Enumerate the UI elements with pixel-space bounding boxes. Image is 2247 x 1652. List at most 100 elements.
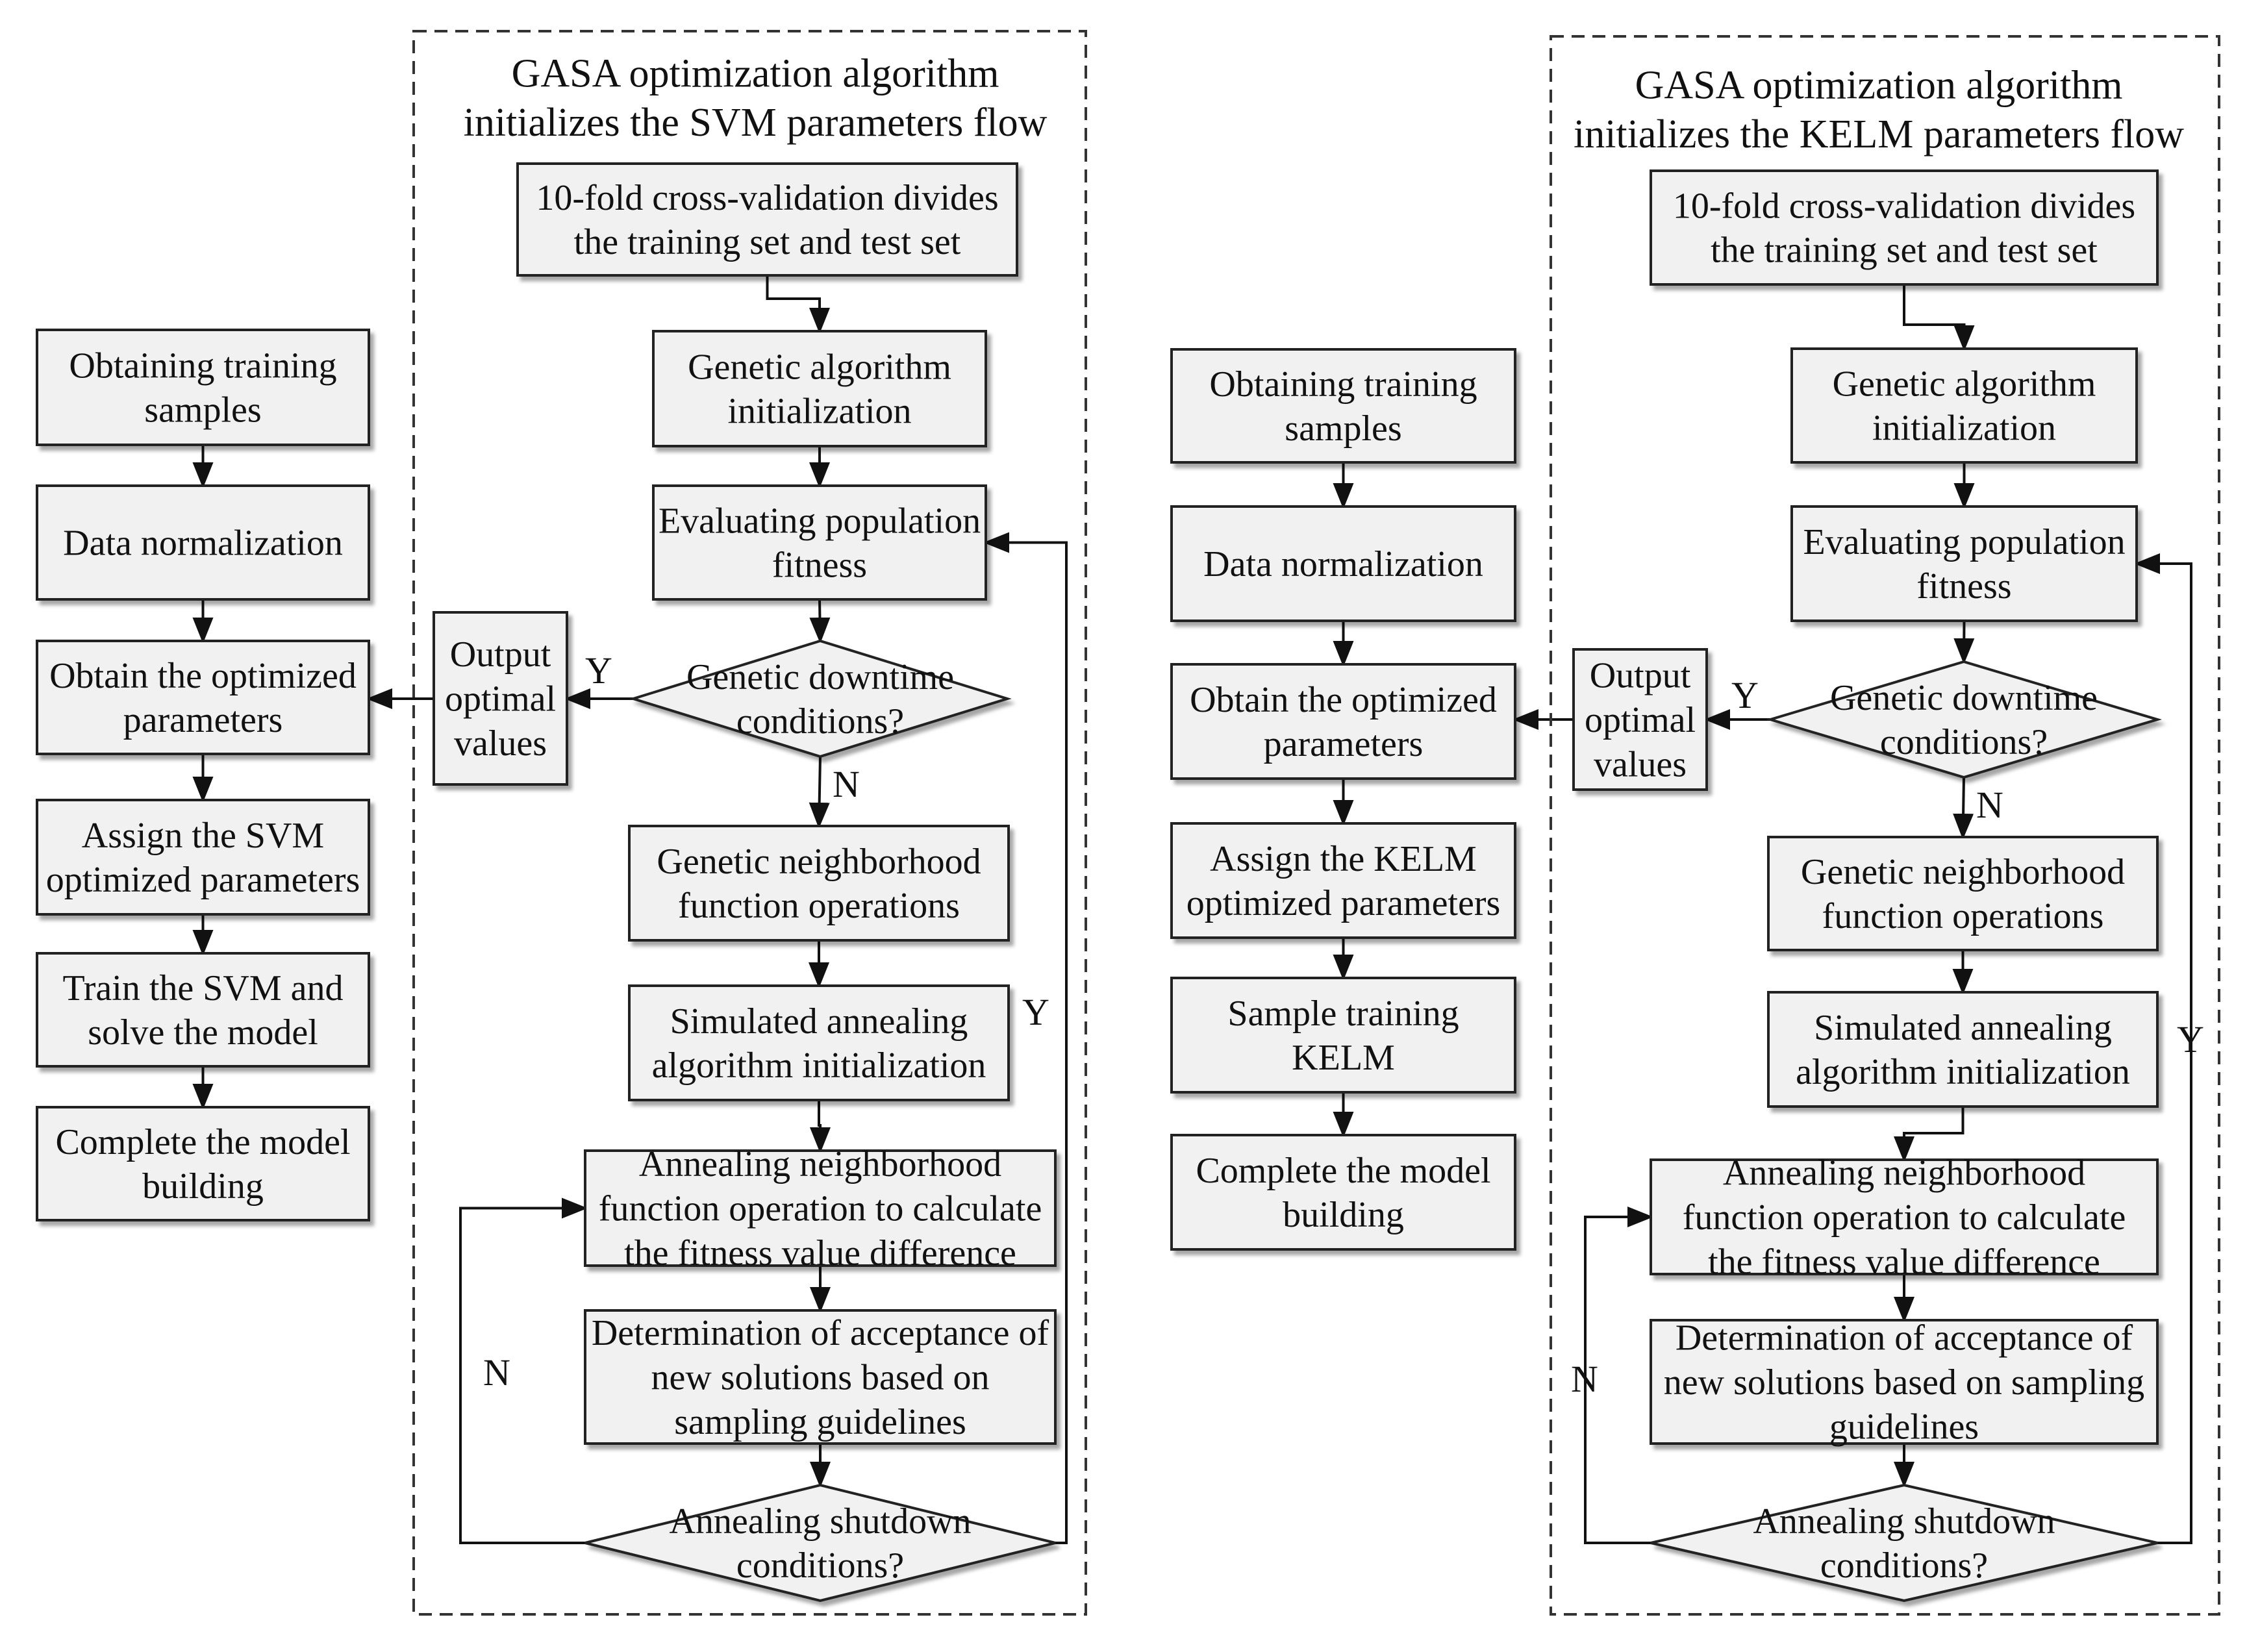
kelm-main-step-label-line: Sample training xyxy=(1227,994,1459,1034)
kelm-gasa-step-label-line: new solutions based on sampling xyxy=(1664,1362,2144,1403)
kelm-y-loop-arrow xyxy=(2134,553,2192,1544)
kelm-gasa-arrow xyxy=(1953,620,1975,664)
svm-gasa-step-label-line: Annealing neighborhood xyxy=(639,1144,1001,1184)
svm-gasa-step-label-line: Genetic algorithm xyxy=(688,347,951,387)
kelm-output-box-label-line: values xyxy=(1594,744,1687,784)
kelm-gasa-arrow xyxy=(1953,777,1974,840)
kelm-main-step-label: Data normalization xyxy=(1203,544,1483,584)
svm-title-line: initializes the SVM parameters flow xyxy=(464,101,1048,145)
kelm-gasa-step-label-line: function operation to calculate xyxy=(1683,1197,2126,1238)
svm-gasa-step-label-line: fitness xyxy=(772,545,867,586)
svm-main-step-label-line: Complete the model xyxy=(55,1122,350,1162)
svm-y-loop-arrow xyxy=(983,532,1068,1544)
kelm-gasa-step xyxy=(1650,1319,2159,1445)
kelm-main-step-label-line: optimized parameters xyxy=(1186,883,1501,923)
kelm-label-n-genetic: N xyxy=(1976,784,2003,826)
kelm-annealing-decision xyxy=(1650,1483,2158,1603)
svm-label-y-annealing: Y xyxy=(1022,991,1049,1033)
kelm-gasa-step-label-line: the fitness value difference xyxy=(1708,1242,2100,1282)
svm-main-step-label: Data normalization xyxy=(63,523,343,564)
kelm-main-step-label-line: building xyxy=(1283,1195,1404,1235)
kelm-gasa-step xyxy=(1790,505,2138,622)
kelm-gasa-step-label-line: fitness xyxy=(1916,566,2011,607)
kelm-main-step-label-line: Obtain the optimized xyxy=(1190,680,1497,720)
kelm-gasa-step xyxy=(1767,991,2159,1108)
kelm-main-step-label-line: Data normalization xyxy=(1203,544,1483,584)
kelm-main-step-label-line: Obtaining training xyxy=(1209,364,1477,405)
kelm-annealing-decision-label-line: conditions? xyxy=(1820,1546,1988,1586)
svm-main-step xyxy=(36,1106,370,1221)
svm-gasa-step-label-line: the training set and test set xyxy=(574,222,961,262)
kelm-main-step-label-line: Complete the model xyxy=(1196,1151,1490,1191)
svm-annealing-decision-label-line: conditions? xyxy=(736,1546,904,1586)
kelm-gasa-step xyxy=(1790,347,2138,464)
svm-label-y-genetic: Y xyxy=(585,649,612,692)
svm-annealing-decision xyxy=(584,1483,1056,1603)
svm-gasa-step-label-line: algorithm initialization xyxy=(652,1045,986,1086)
svm-label-n-annealing: N xyxy=(483,1351,510,1394)
svm-gasa-step-label: Determination of acceptance of new soluti… xyxy=(592,1313,1049,1442)
svm-gasa-arrow xyxy=(766,275,830,334)
kelm-main-step-label-line: samples xyxy=(1285,408,1401,449)
svm-gasa-step-label-line: Evaluating population xyxy=(659,501,981,541)
kelm-label-n-annealing: N xyxy=(1571,1358,1598,1400)
svm-gasa-step-label-line: the fitness value difference xyxy=(624,1233,1016,1273)
kelm-output-box-label-line: Output xyxy=(1590,656,1691,696)
kelm-gasa-container xyxy=(1550,35,2220,1616)
svm-main-step-label-line: Obtain the optimized xyxy=(49,656,357,696)
kelm-label-y-annealing: Y xyxy=(2177,1018,2204,1060)
svm-gasa-arrow xyxy=(809,756,830,829)
svm-main-step-label-line: Assign the SVM xyxy=(82,816,324,856)
svm-gasa-step-label-line: Genetic neighborhood xyxy=(657,842,981,882)
kelm-annealing-decision-label-line: Annealing shutdown xyxy=(1753,1501,2055,1542)
svm-annealing-decision-label-line: Annealing shutdown xyxy=(669,1501,971,1542)
kelm-n-loop-arrow xyxy=(1584,1207,1653,1544)
svm-output-box xyxy=(433,611,568,786)
kelm-gasa-step-label-line: Determination of acceptance of xyxy=(1676,1318,2133,1358)
svm-gasa-step-label-line: initialization xyxy=(727,392,911,432)
kelm-main-step xyxy=(1170,977,1516,1094)
kelm-main-step xyxy=(1170,1134,1516,1251)
kelm-genetic-decision xyxy=(1766,660,2162,779)
kelm-gasa-step-label-line: Annealing neighborhood xyxy=(1723,1153,2085,1194)
kelm-title-line: initializes the KELM parameters flow xyxy=(1574,112,2184,156)
svm-gasa-step-label-line: function operations xyxy=(678,886,960,926)
svm-main-step-label-line: Train the SVM and xyxy=(63,968,344,1008)
svm-gasa-step-label-line: Determination of acceptance of xyxy=(592,1313,1049,1353)
svm-gasa-step xyxy=(628,825,1010,942)
svm-main-step xyxy=(36,640,370,755)
kelm-gasa-step-label-line: Genetic neighborhood xyxy=(1801,852,2125,892)
svm-main-step-label-line: parameters xyxy=(123,700,283,740)
svm-output-box-label-line: values xyxy=(454,723,547,764)
svm-gasa-step xyxy=(584,1309,1057,1445)
svm-main-step-label-line: optimized parameters xyxy=(46,860,360,900)
svm-gasa-step xyxy=(516,162,1018,277)
kelm-gasa-step-label-line: function operations xyxy=(1822,896,2104,936)
svm-gasa-step-label-line: sampling guidelines xyxy=(674,1402,966,1442)
svm-gasa-step xyxy=(652,330,987,447)
kelm-gasa-step-label-line: Simulated annealing xyxy=(1814,1008,2112,1048)
kelm-gasa-step-label-line: algorithm initialization xyxy=(1796,1052,2130,1092)
svm-gasa-step-label-line: new solutions based on xyxy=(651,1358,989,1398)
